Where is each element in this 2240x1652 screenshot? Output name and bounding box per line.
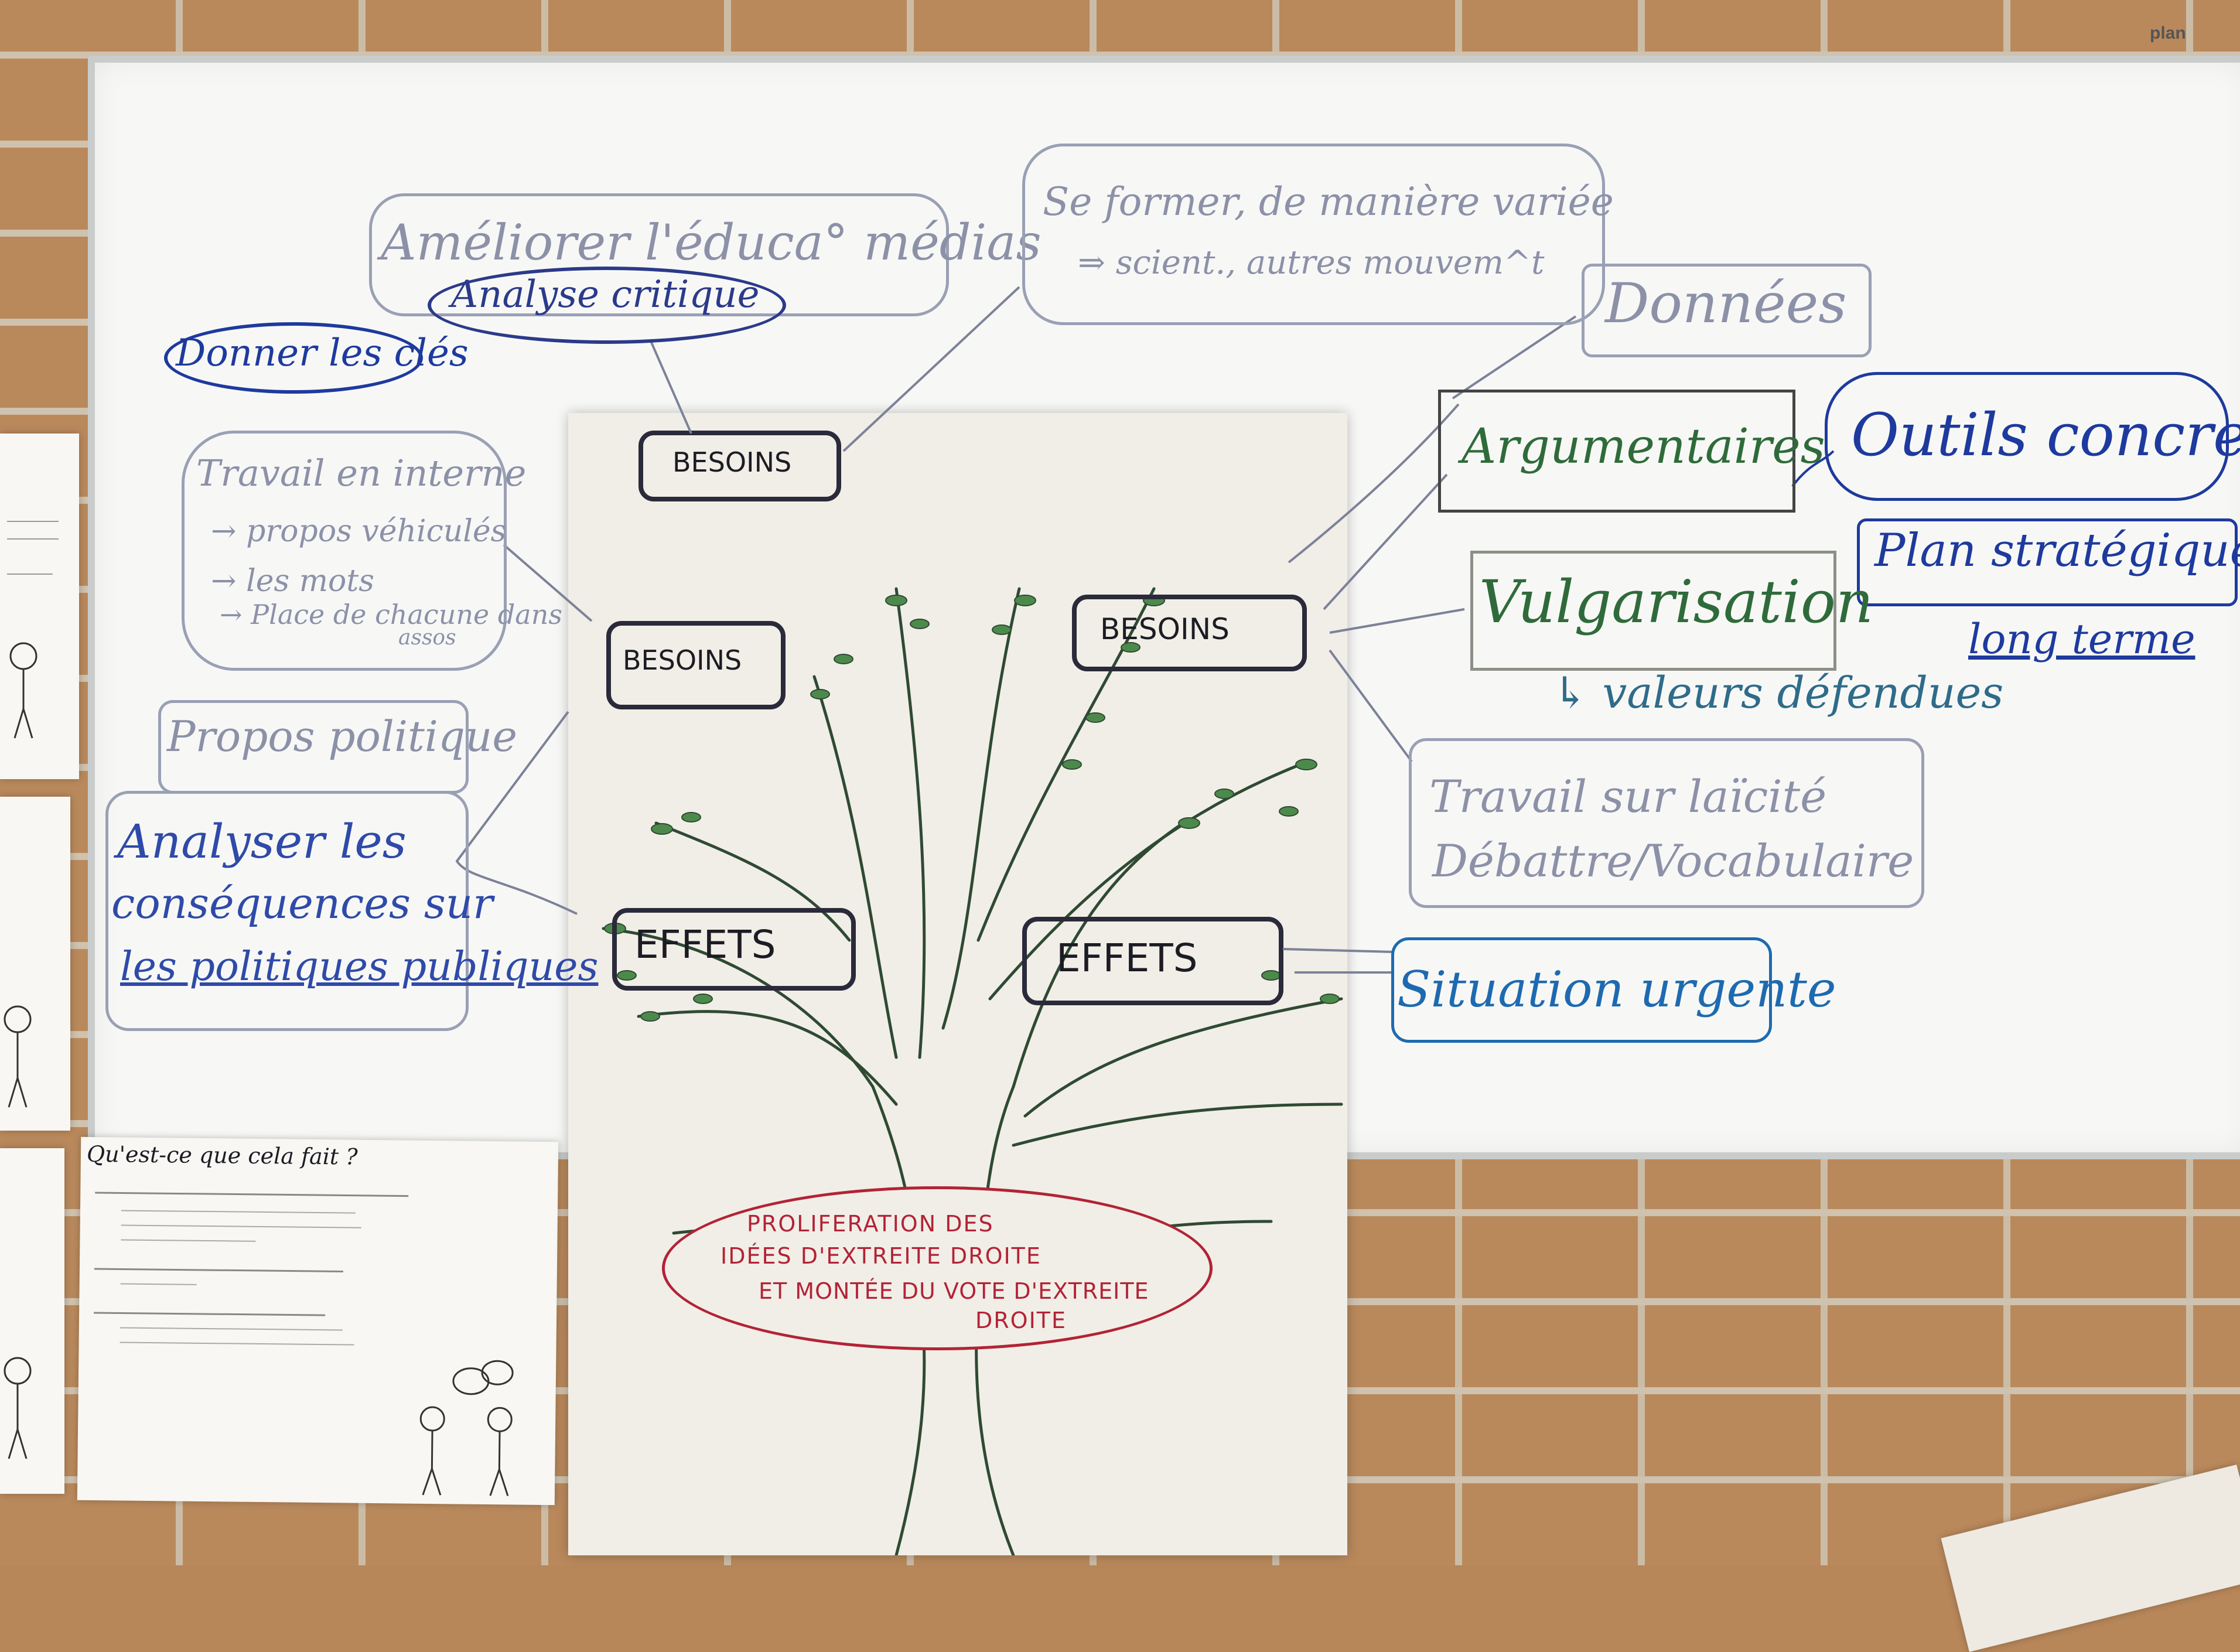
whiteboard-brand-label: plan [2150, 23, 2186, 43]
besoins-right-box: BESOINS [1072, 595, 1307, 671]
connector-lines [455, 286, 1835, 974]
se-former-box [1022, 144, 1605, 325]
travail-interne-line-3: → les mots [211, 564, 374, 599]
effets-right-box: EFFETS [1022, 917, 1283, 1005]
donnees-text: Données [1605, 272, 1847, 336]
propos-politique-text: Propos politique [167, 712, 518, 761]
poster-notes [94, 1192, 514, 1496]
argumentaires-box [1438, 390, 1795, 513]
flipchart-paper: BESOINS BESOINS BESOINS EFFETS EFFETS PR… [568, 413, 1347, 1555]
effets-left-label: EFFETS [634, 922, 776, 967]
besoins-left-label: BESOINS [623, 644, 742, 676]
se-former-line-1: Se former, de manière variée [1043, 179, 1614, 224]
analyser-line-2: conséquences sur [111, 879, 493, 928]
stick-figures-icon [419, 1360, 514, 1496]
se-former-line-2: ⇒ scient., autres mouvem^t [1078, 244, 1545, 282]
analyser-line-3: les politiques publiques [120, 944, 599, 990]
poster: Qu'est-ce que cela fait ? [77, 1136, 559, 1506]
root-cause-line-2: IDÉES D'EXTREITE DROITE [721, 1243, 1042, 1269]
vulgarisation-box [1470, 551, 1836, 671]
stick-figure-icon [4, 1357, 32, 1459]
effets-left-box: EFFETS [612, 908, 856, 991]
analyser-line-1: Analyser les [117, 814, 407, 869]
laicite-line-2: Débattre/Vocabulaire [1432, 835, 1914, 887]
situation-urgente-box [1391, 937, 1772, 1043]
besoins-right-label: BESOINS [1100, 612, 1230, 646]
stick-figure-icon [4, 1005, 32, 1108]
stick-figure-icon [7, 521, 59, 739]
vulgarisation-text: Vulgarisation [1479, 568, 1874, 636]
left-paper-2 [0, 797, 70, 1131]
root-cause-line-1: PROLIFERATION DES [747, 1211, 994, 1237]
argumentaires-text: Argumentaires [1462, 419, 1825, 475]
donner-cles-ellipse [164, 322, 423, 394]
besoins-top-box: BESOINS [638, 431, 841, 501]
outils-concrets-text: Outils concrets [1851, 401, 2240, 469]
travail-interne-line-4: → Place de chacune dans [220, 599, 562, 630]
travail-interne-box [182, 431, 507, 671]
root-cause-line-3: ET MONTÉE DU VOTE D'EXTREITE [759, 1278, 1149, 1304]
root-cause-ellipse: PROLIFERATION DES IDÉES D'EXTREITE DROIT… [662, 1186, 1213, 1350]
ameliorer-text: Améliorer l'éduca° médias [381, 214, 1042, 271]
laicite-line-1: Travail sur laïcité [1429, 770, 1827, 822]
long-terme-text: long terme [1968, 615, 2195, 663]
laicite-box [1409, 738, 1924, 908]
travail-interne-line-2: → propos véhiculés [211, 514, 507, 549]
donner-cles-text: Donner les clés [176, 332, 469, 375]
analyse-critique-ellipse [428, 267, 786, 344]
outils-concrets-box [1825, 372, 2229, 501]
left-paper-1 [0, 434, 79, 779]
situation-urgente-text: Situation urgente [1397, 961, 1836, 1018]
plan-strategique-text: Plan stratégique [1874, 524, 2240, 577]
besoins-top-label: BESOINS [672, 446, 792, 478]
travail-interne-line-1: Travail en interne [196, 452, 527, 494]
root-cause-line-4: DROITE [975, 1308, 1067, 1333]
travail-interne-line-5: assos [398, 626, 456, 650]
valeurs-text: ↳ valeurs défendues [1552, 668, 2004, 718]
donnees-box [1582, 264, 1872, 357]
besoins-left-box: BESOINS [606, 621, 786, 709]
effets-right-label: EFFETS [1056, 936, 1198, 981]
analyser-box [105, 791, 469, 1031]
analyse-critique-text: Analyse critique [451, 273, 760, 316]
plan-strategique-box [1857, 518, 2238, 606]
left-paper-3 [0, 1148, 64, 1494]
